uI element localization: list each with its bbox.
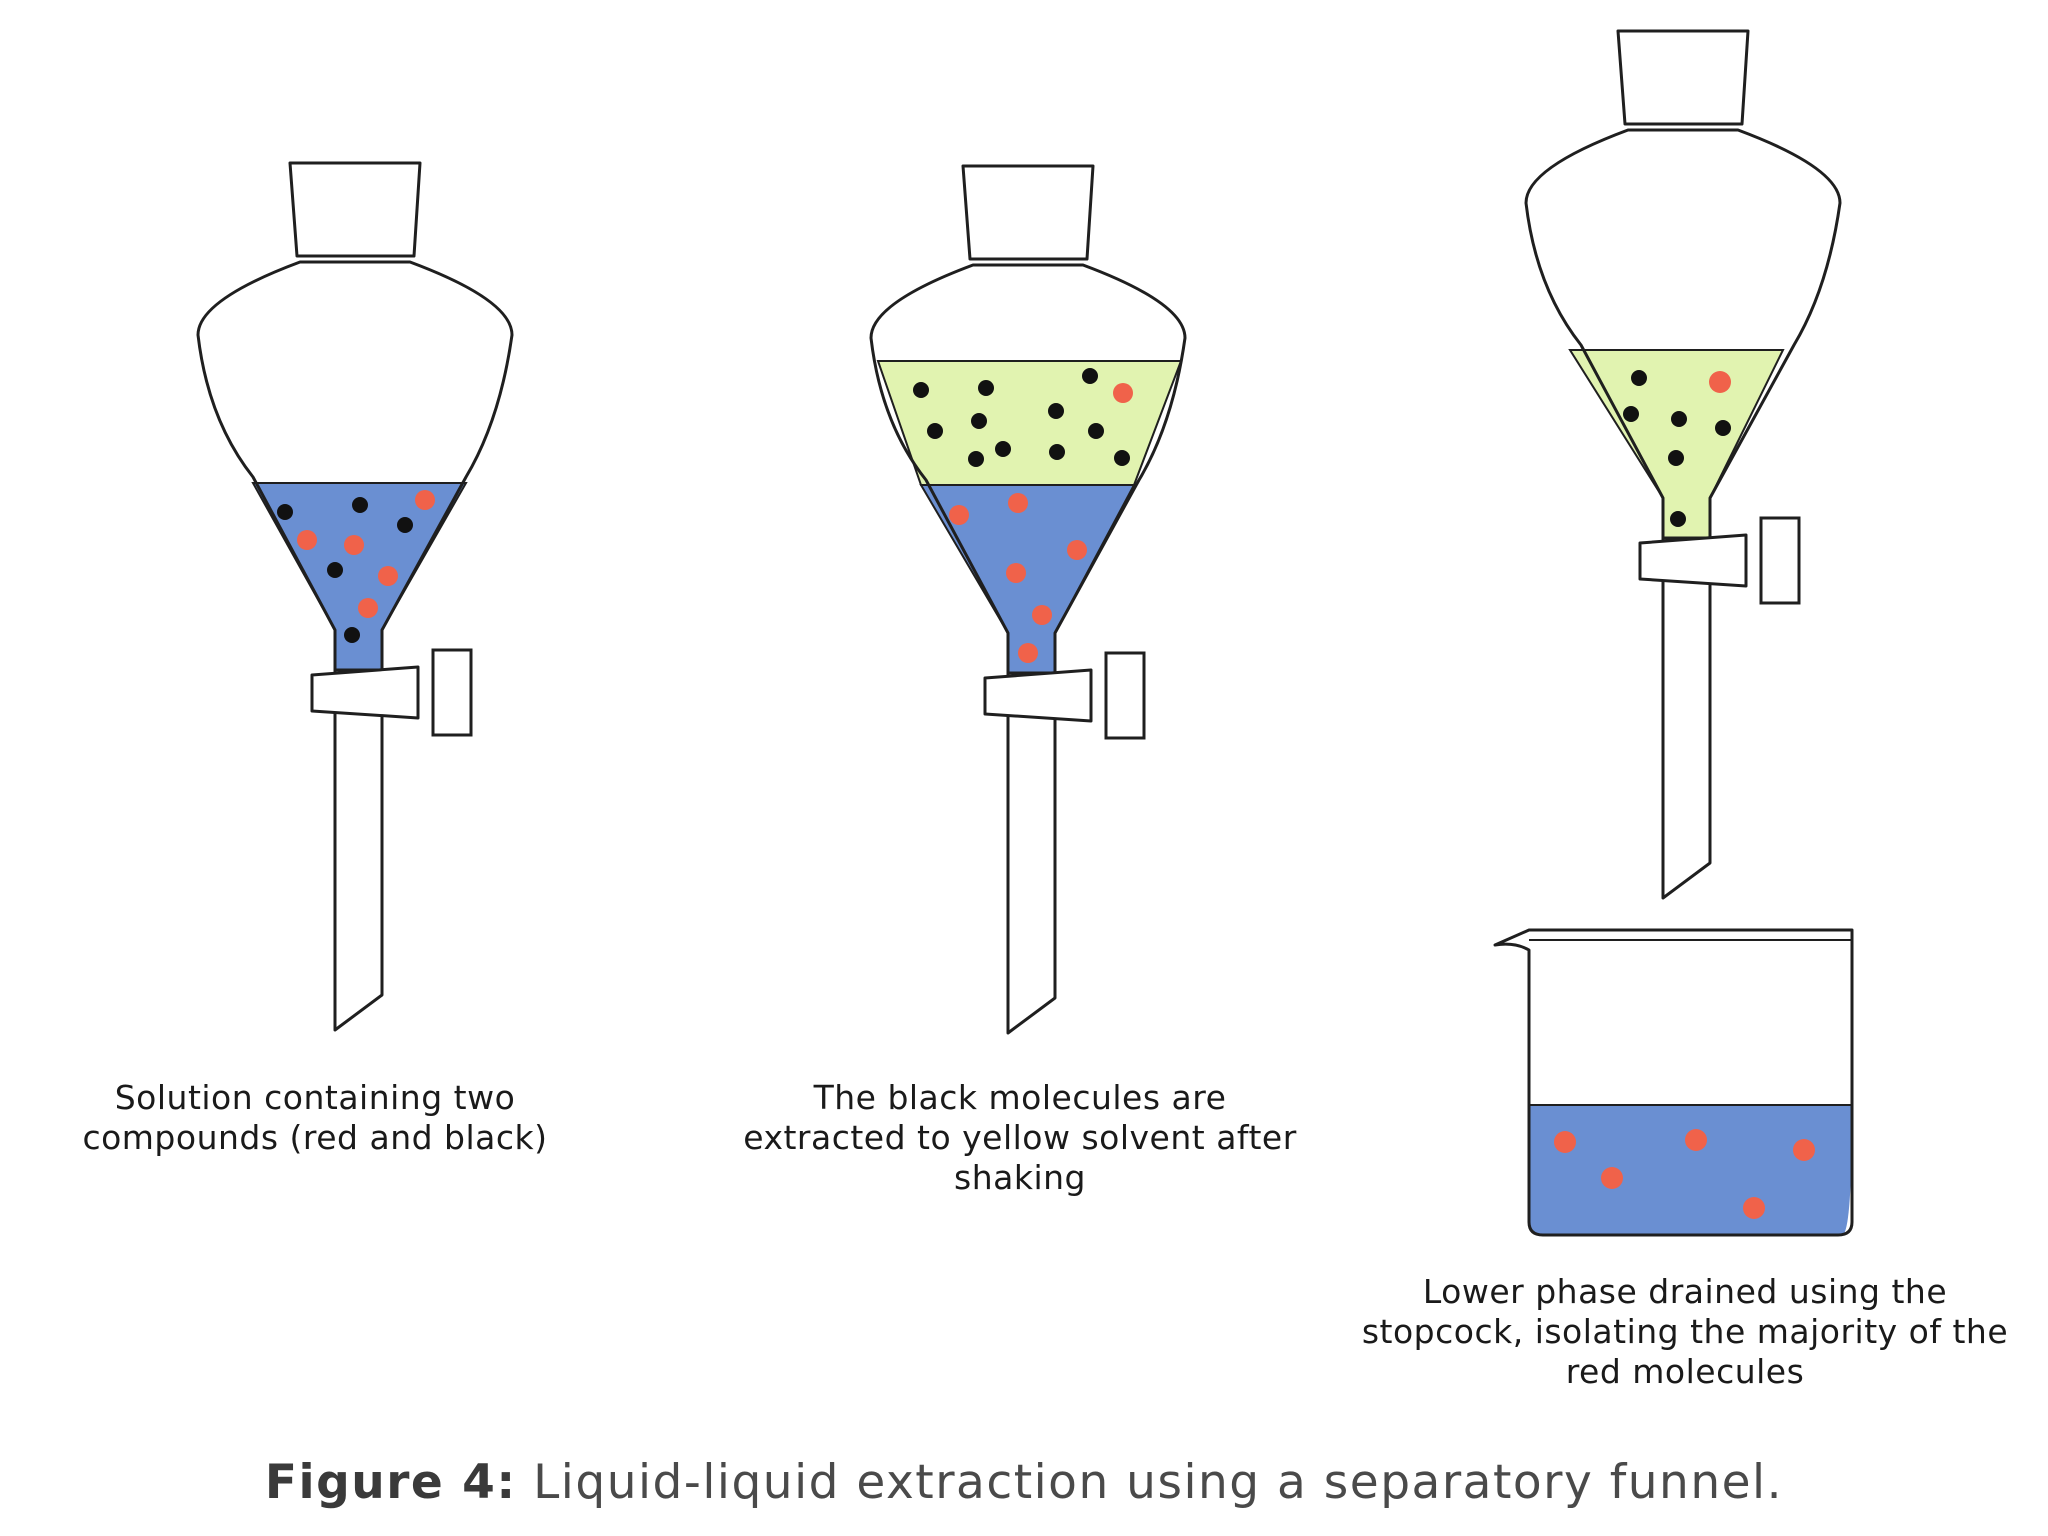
red-molecule xyxy=(1067,540,1087,560)
stopcock-valve-3 xyxy=(1638,533,1748,588)
funnel-1 xyxy=(196,161,514,1032)
red-molecule xyxy=(358,598,378,618)
figure-text: Liquid-liquid extraction using a separat… xyxy=(516,1455,1784,1510)
beaker-outline xyxy=(1493,928,1854,1237)
funnel-stem-3 xyxy=(1661,538,1712,900)
black-molecule xyxy=(1114,450,1130,466)
funnel-3 xyxy=(1524,29,1842,900)
red-molecule xyxy=(949,505,969,525)
figure-label: Figure 4: xyxy=(264,1455,517,1510)
red-molecule xyxy=(1743,1197,1765,1219)
caption-panel-2: The black molecules are extracted to yel… xyxy=(743,1078,1297,1197)
red-molecule xyxy=(1554,1131,1576,1153)
red-molecule xyxy=(1018,643,1038,663)
black-molecule xyxy=(978,380,994,396)
red-molecule xyxy=(1709,371,1731,393)
red-molecule xyxy=(1008,493,1028,513)
black-molecule xyxy=(327,562,343,578)
caption-panel-3: Lower phase drained using the stopcock, … xyxy=(1361,1272,2009,1391)
stopper-1 xyxy=(288,161,422,258)
red-molecule xyxy=(1601,1167,1623,1189)
beaker-liquid xyxy=(1529,1105,1852,1235)
stopcock-handle-3 xyxy=(1759,516,1801,605)
funnel-2 xyxy=(869,164,1187,1035)
beaker xyxy=(1493,928,1854,1237)
black-molecule xyxy=(971,413,987,429)
stopper-2 xyxy=(961,164,1095,261)
funnel-stem-2 xyxy=(1006,673,1057,1035)
red-molecule xyxy=(1032,605,1052,625)
stopcock-valve-2 xyxy=(983,668,1093,723)
black-molecule xyxy=(277,504,293,520)
organic-phase-2 xyxy=(876,360,1183,486)
red-molecule xyxy=(415,490,435,510)
black-molecule xyxy=(1082,368,1098,384)
stopper-3 xyxy=(1616,29,1750,126)
black-molecule xyxy=(344,627,360,643)
black-molecule xyxy=(1048,403,1064,419)
black-molecule xyxy=(1668,450,1684,466)
black-molecule xyxy=(913,382,929,398)
red-molecule xyxy=(1113,383,1133,403)
red-molecule xyxy=(1685,1129,1707,1151)
black-molecule xyxy=(927,423,943,439)
black-molecule xyxy=(352,497,368,513)
black-molecule xyxy=(1631,370,1647,386)
black-molecule xyxy=(1671,411,1687,427)
black-molecule xyxy=(1623,406,1639,422)
stopcock-handle-1 xyxy=(431,648,473,737)
stopcock-handle-2 xyxy=(1104,651,1146,740)
black-molecule xyxy=(1670,511,1686,527)
red-molecule xyxy=(1006,563,1026,583)
funnel-stem-1 xyxy=(333,670,384,1032)
caption-panel-1: Solution containing two compounds (red a… xyxy=(82,1078,548,1157)
red-molecule xyxy=(344,535,364,555)
red-molecule xyxy=(1793,1139,1815,1161)
red-molecule xyxy=(378,566,398,586)
black-molecule xyxy=(397,517,413,533)
red-molecule xyxy=(297,530,317,550)
black-molecule xyxy=(995,441,1011,457)
black-molecule xyxy=(1049,444,1065,460)
black-molecule xyxy=(1715,420,1731,436)
figure-caption: Figure 4: Liquid-liquid extraction using… xyxy=(0,1455,2048,1510)
organic-phase-3 xyxy=(1568,349,1785,539)
stopcock-valve-1 xyxy=(310,665,420,720)
black-molecule xyxy=(1088,423,1104,439)
black-molecule xyxy=(968,451,984,467)
